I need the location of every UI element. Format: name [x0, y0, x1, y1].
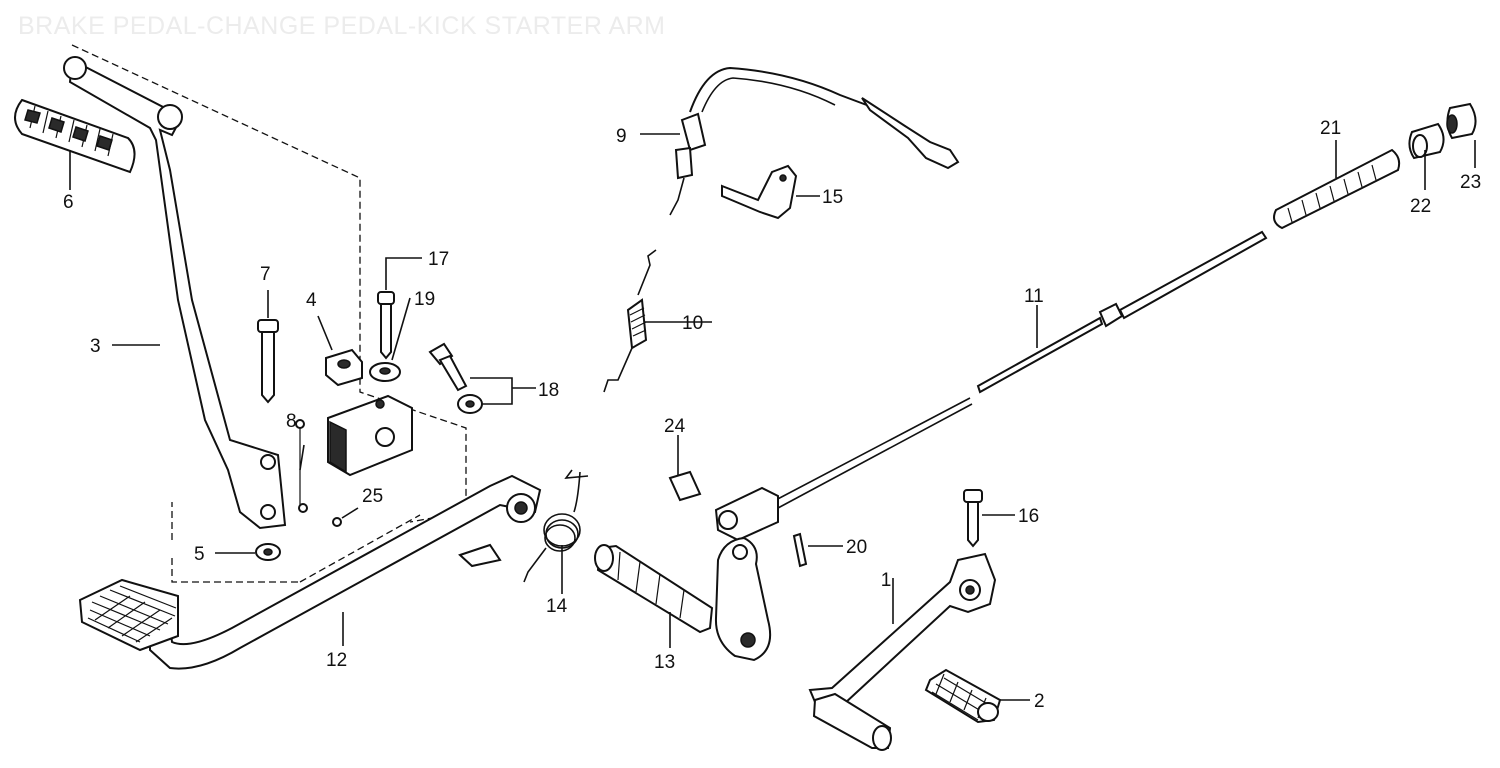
callout-15: 15: [822, 187, 843, 208]
callout-21: 21: [1320, 118, 1341, 139]
cable-9: [669, 66, 960, 216]
collar-4: [325, 348, 363, 387]
callout-3: 3: [90, 336, 101, 357]
callout-24: 24: [664, 416, 686, 437]
pivot-block: [327, 394, 413, 477]
bracket-15: [721, 164, 798, 220]
callout-9: 9: [616, 126, 627, 147]
callout-13: 13: [654, 652, 675, 673]
spring-10: [603, 249, 657, 393]
spring-21: [1273, 148, 1401, 230]
rod-11: [771, 230, 1268, 509]
callout-2: 2: [1034, 691, 1045, 712]
bolt-17: [377, 291, 395, 360]
washer-19: [369, 362, 401, 382]
pedal-rubber-6: [14, 98, 136, 174]
callout-23: 23: [1460, 172, 1481, 193]
callout-10: 10: [682, 313, 703, 334]
callout-numbers: 1 2 3 4 5 6 7 8 9 10 11 12 13 14 15 16 1…: [63, 118, 1481, 712]
callout-14: 14: [546, 596, 568, 617]
kick-rubber-2: [924, 668, 1002, 724]
cotter-pin-25: [332, 517, 342, 527]
diagram-title: BRAKE PEDAL-CHANGE PEDAL-KICK STARTER AR…: [18, 12, 666, 40]
callout-6: 6: [63, 192, 74, 213]
rod-end-joint: [714, 486, 779, 542]
joint-24: [668, 470, 702, 502]
change-pedal-arm: [63, 56, 287, 530]
washer-5: [255, 543, 281, 561]
callout-5: 5: [194, 544, 205, 565]
bolt-18: [428, 342, 483, 414]
bolt-16: [963, 489, 983, 548]
callout-4: 4: [306, 290, 317, 311]
bolt-7: [257, 319, 279, 404]
brake-pedal-12: [78, 474, 542, 670]
callout-7: 7: [260, 264, 271, 285]
pin-20: [792, 532, 808, 568]
kick-shaft-13: [594, 536, 772, 662]
callout-22: 22: [1410, 196, 1431, 217]
callout-8: 8: [286, 411, 297, 432]
callout-17: 17: [428, 249, 449, 270]
callout-19: 19: [414, 289, 435, 310]
cap-23: [1446, 102, 1477, 140]
callout-12: 12: [326, 650, 347, 671]
callout-16: 16: [1018, 506, 1039, 527]
callout-11: 11: [1024, 286, 1044, 307]
joint-22: [1408, 122, 1445, 160]
callout-18: 18: [538, 380, 559, 401]
leader-lines: [69, 133, 1476, 701]
pin-8: [295, 419, 308, 513]
callout-1: 1: [881, 570, 892, 591]
callout-20: 20: [846, 537, 867, 558]
callout-25: 25: [362, 486, 383, 507]
kick-starter-arm-1: [808, 552, 997, 751]
